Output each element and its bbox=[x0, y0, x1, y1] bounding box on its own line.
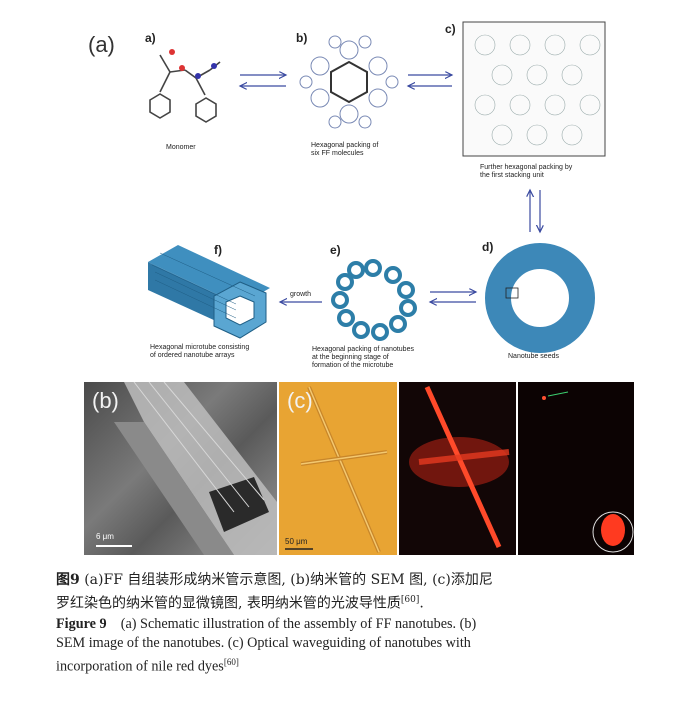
sem-image: (b) 6 μm bbox=[84, 382, 277, 555]
stacking-unit-box bbox=[462, 21, 606, 157]
hexagonal-microtube bbox=[148, 245, 270, 339]
panel-b-label: (b) bbox=[92, 388, 119, 413]
hexagon-ring bbox=[330, 60, 368, 104]
panel-a-label: (a) bbox=[88, 32, 115, 57]
subpanel-c-letter: c) bbox=[445, 22, 456, 36]
brightfield-image: (c) 50 μm bbox=[279, 382, 397, 555]
monomer-caption: Monomer bbox=[166, 144, 196, 151]
subpanel-e-letter: e) bbox=[330, 243, 341, 257]
nanotube-ring bbox=[331, 259, 417, 341]
subpanel-b-caption: Hexagonal packing of six FF molecules bbox=[311, 142, 379, 157]
figure-caption: 图9 (a)FF 自组装形成纳米管示意图, (b)纳米管的 SEM 图, (c)… bbox=[56, 570, 656, 676]
subpanel-d-caption: Nanotube seeds bbox=[508, 353, 559, 360]
micrograph-strip: (b) 6 μm (c) 50 μm bbox=[84, 382, 634, 555]
waveguide-image bbox=[518, 382, 634, 555]
subpanel-c-caption: Further hexagonal packing by the first s… bbox=[480, 164, 573, 179]
scale-b-label: 6 μm bbox=[96, 532, 114, 541]
fluorescence-image bbox=[399, 382, 516, 555]
subpanel-d-letter: d) bbox=[482, 240, 494, 254]
monomer-molecule bbox=[149, 54, 221, 123]
nanotube-seed-ring bbox=[485, 243, 595, 353]
subpanel-a-letter: a) bbox=[145, 31, 156, 45]
growth-label: growth bbox=[290, 291, 312, 298]
caption-english: Figure 9 (a) Schematic illustration of t… bbox=[56, 615, 477, 675]
subpanel-b-letter: b) bbox=[296, 31, 308, 45]
scale-c-label: 50 μm bbox=[285, 537, 308, 546]
six-ff-molecules bbox=[299, 35, 399, 129]
caption-chinese: 图9 (a)FF 自组装形成纳米管示意图, (b)纳米管的 SEM 图, (c)… bbox=[56, 572, 493, 612]
subpanel-f-caption: Hexagonal microtube consisting of ordere… bbox=[150, 344, 250, 359]
subpanel-f-letter: f) bbox=[214, 243, 222, 257]
schematic-figure bbox=[148, 21, 606, 353]
subpanel-e-caption: Hexagonal packing of nanotubes at the be… bbox=[312, 346, 414, 369]
panel-c-label: (c) bbox=[287, 388, 313, 413]
